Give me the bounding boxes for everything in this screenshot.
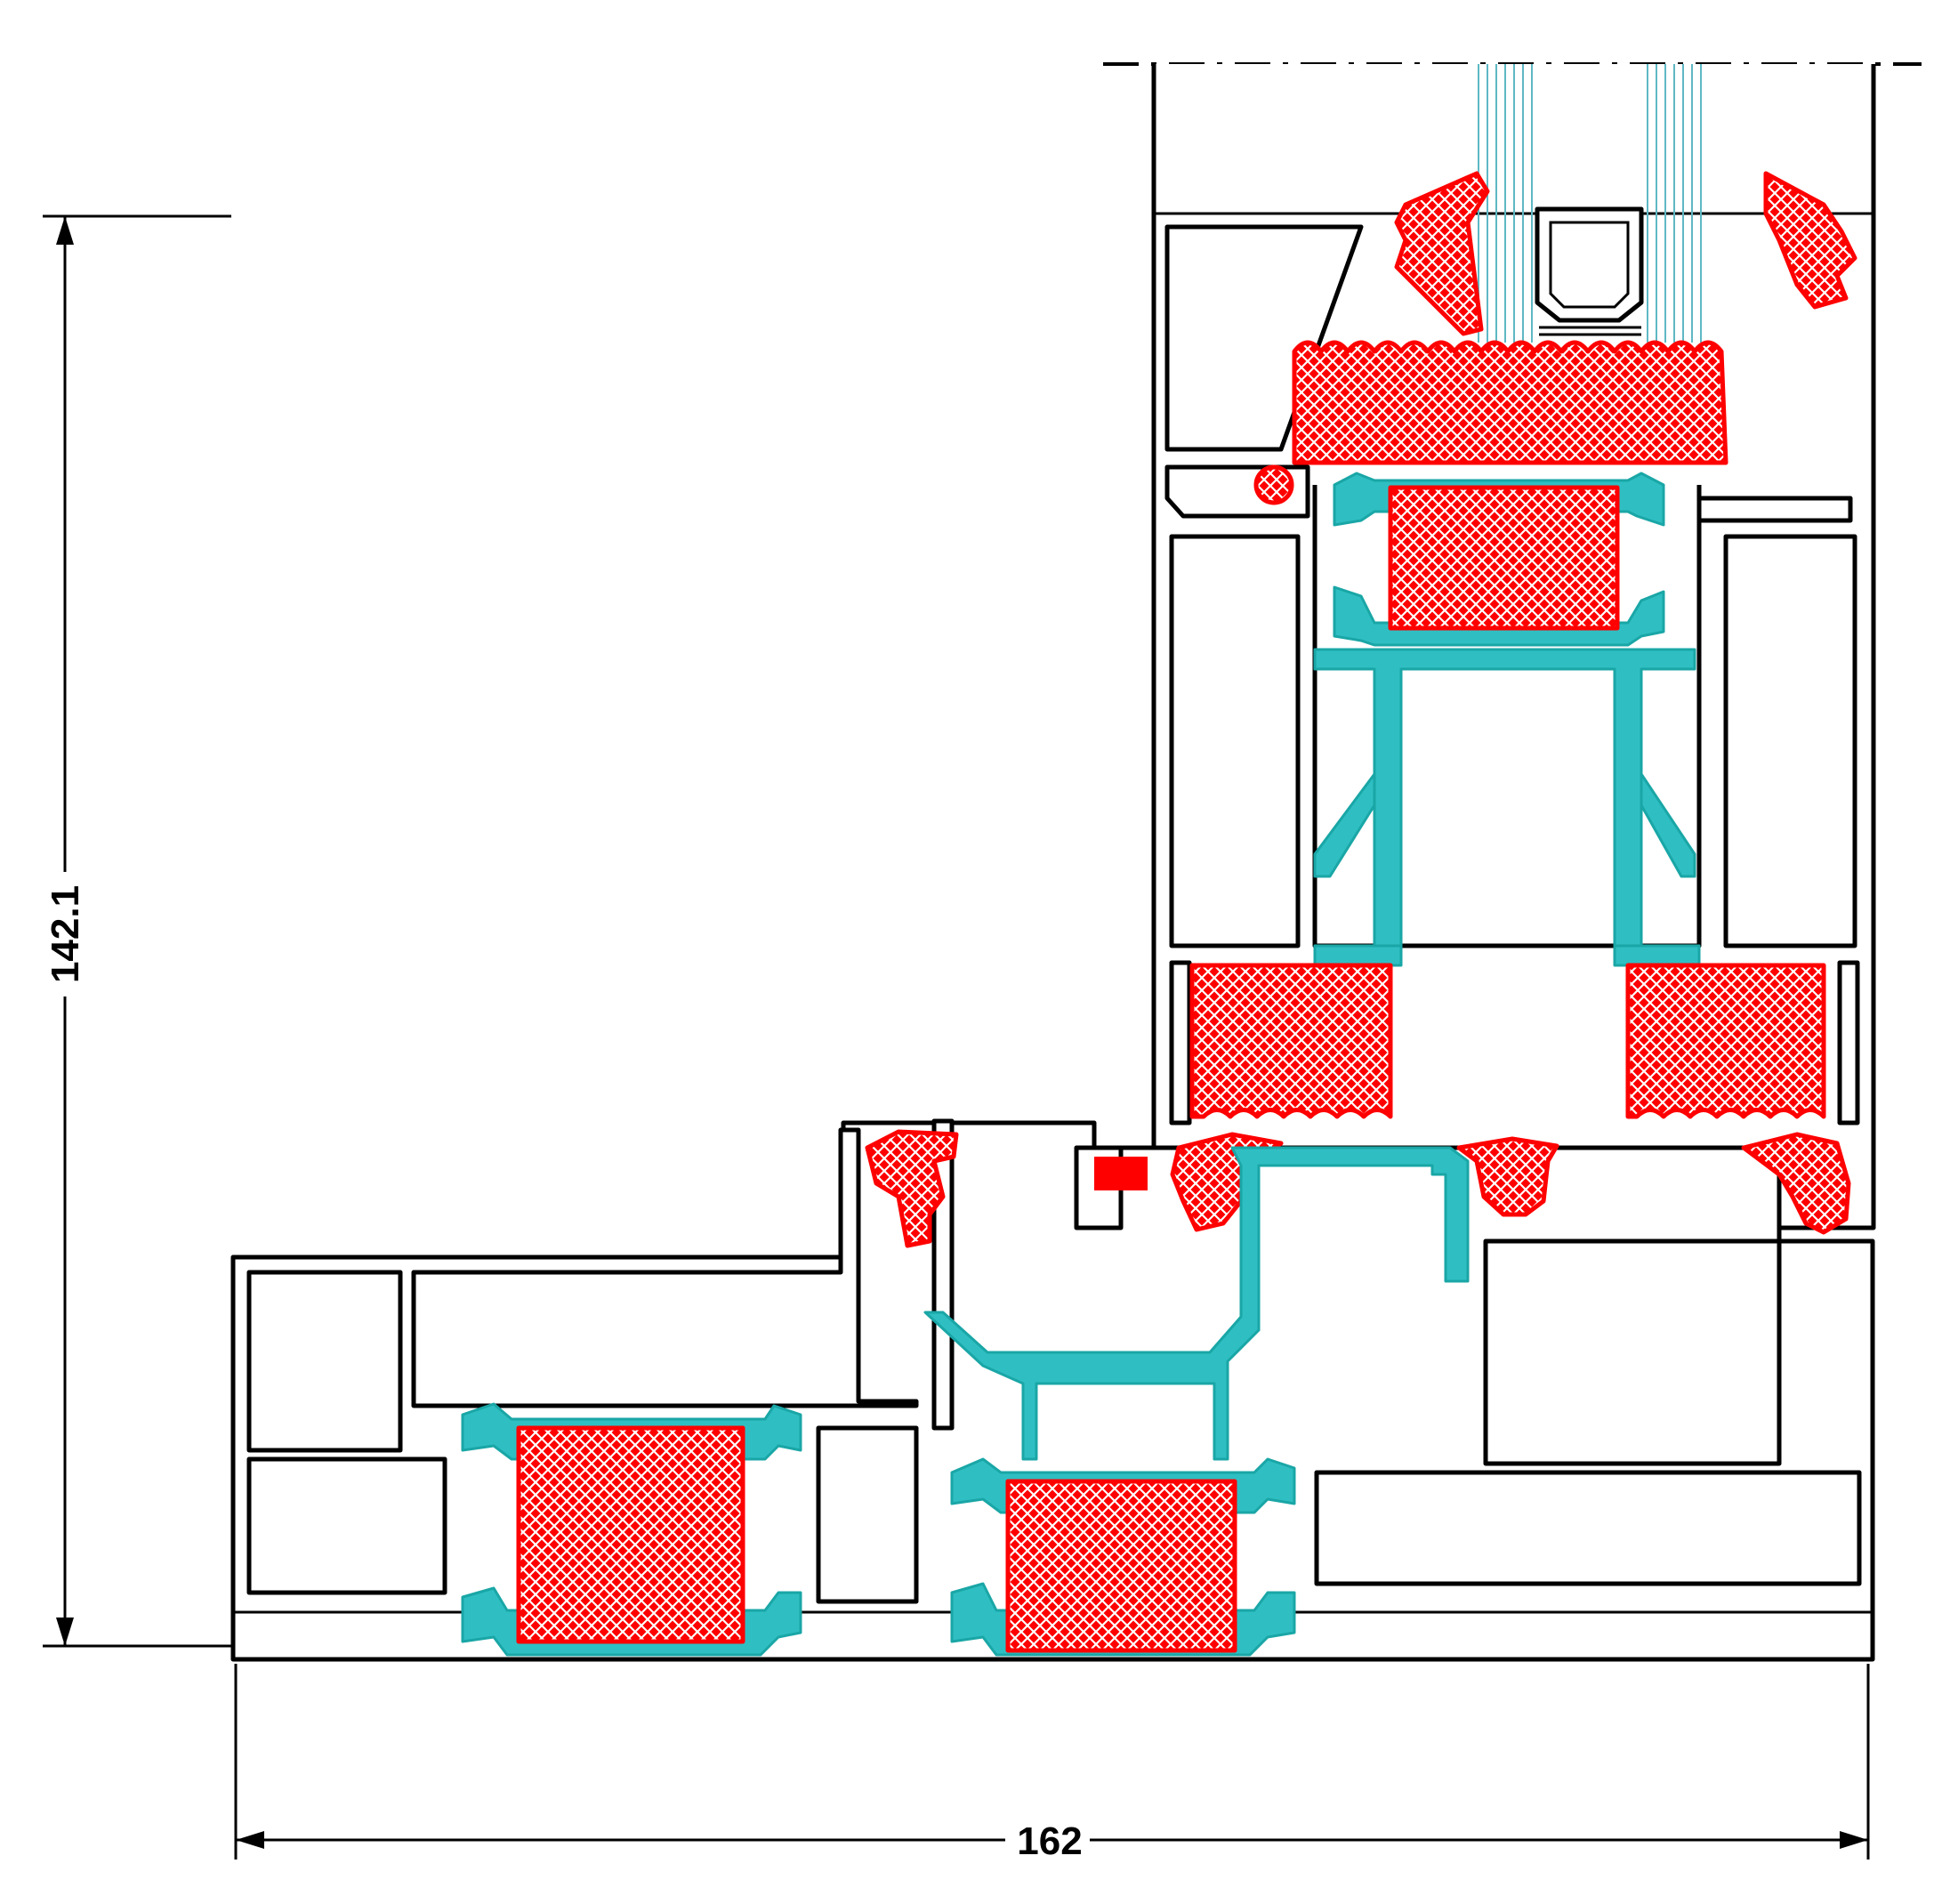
sash-gasket-right <box>1741 1132 1851 1235</box>
glass-pane-right <box>1647 64 1702 343</box>
insulation-block-mid-right <box>1625 963 1826 1119</box>
height-dimension-label: 142.1 <box>44 885 87 983</box>
sash-gasket-mid <box>1456 1136 1559 1217</box>
dimension-height: 142.1 <box>43 214 231 1648</box>
frame-gasket-bar <box>1094 1157 1148 1190</box>
thermal-break-frame <box>923 1146 1470 1461</box>
dimension-width: 162 <box>234 1664 1870 1864</box>
glazing-gasket-right <box>1763 171 1857 310</box>
insulation-block-mid-left <box>1189 963 1393 1119</box>
insulation-block-top <box>1292 340 1728 465</box>
frame-gasket-left <box>865 1129 959 1248</box>
glass-spacer <box>1535 206 1644 336</box>
thermal-break-bottom-left <box>461 1402 802 1657</box>
gasket-round <box>1253 464 1294 505</box>
glass-pane-left <box>1478 64 1533 343</box>
glazing-gasket-left <box>1394 171 1490 336</box>
thermal-break-upper <box>1313 472 1701 967</box>
width-dimension-label: 162 <box>1017 1819 1082 1863</box>
thermal-break-bottom-right <box>950 1457 1296 1657</box>
